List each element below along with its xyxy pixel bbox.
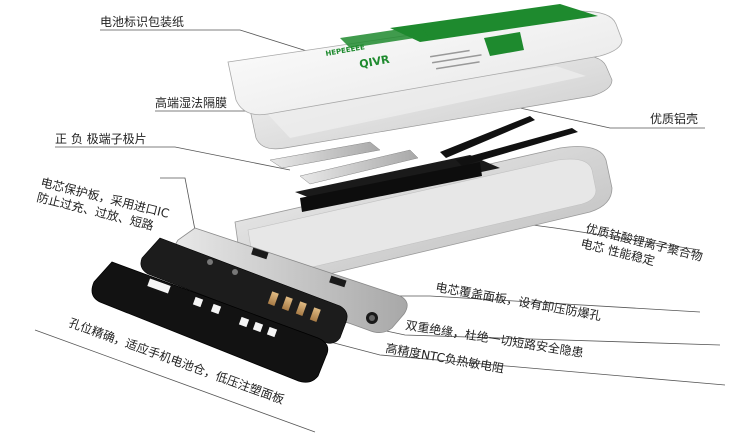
label-green-band	[390, 4, 598, 42]
leader-wrap	[100, 29, 311, 53]
callout-ntc: 高精度NTC负热敏电阻	[384, 340, 505, 376]
callout-tabs: 正 负 极端子极片	[55, 132, 147, 146]
callout-separator: 高端湿法隔膜	[155, 95, 227, 110]
pcb-contacts	[267, 291, 321, 322]
front-panel	[91, 261, 329, 383]
battery-label-wrap: QIVR HEPEEEEE	[227, 4, 623, 116]
leader-tabs	[55, 146, 291, 171]
cell-tab-positive	[440, 116, 535, 158]
callout-wrap: 电池标识包装纸	[100, 15, 184, 29]
label-brand-text: QIVR	[358, 53, 391, 71]
cover-slot-1	[251, 247, 269, 260]
panel-contact-windows	[238, 316, 278, 338]
cell-tab-negative	[456, 128, 578, 166]
battery-cell	[295, 116, 578, 212]
panel-slot	[147, 278, 171, 294]
leader-cover	[390, 295, 701, 313]
leader-holes	[34, 329, 316, 433]
leader-shell	[519, 107, 705, 129]
callout-cover: 电芯覆盖面板，设有卸压防爆孔	[434, 279, 602, 323]
leader-pcb	[160, 177, 196, 231]
label-green-box	[484, 32, 524, 56]
protection-pcb	[140, 237, 348, 344]
cover-slot-2	[329, 275, 347, 288]
label-fine-print	[430, 49, 482, 70]
leader-ntc	[314, 337, 726, 386]
callout-shell: 优质铝壳	[650, 111, 698, 126]
